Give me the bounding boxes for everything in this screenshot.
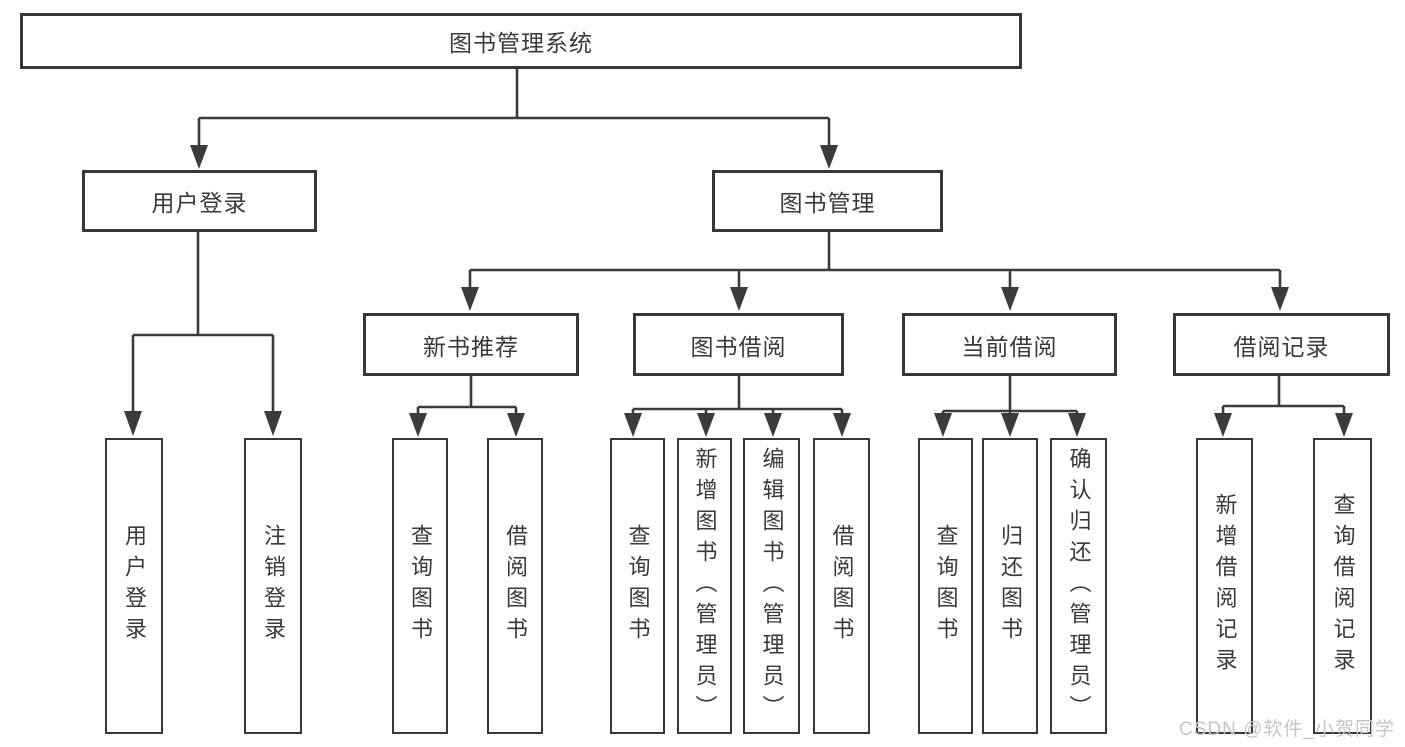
leaf-borrow-books-label: 借阅图书 — [829, 524, 855, 648]
leaf-edit-books-admin-label: 编辑图书（管理员） — [759, 446, 785, 726]
node-book-borrow-label: 图书借阅 — [690, 333, 787, 360]
leaf-recommend-query-books: 查询图书 — [392, 438, 448, 734]
node-root-system: 图书管理系统 — [20, 13, 1022, 69]
leaf-return-books: 归还图书 — [982, 438, 1038, 734]
leaf-add-books-admin: 新增图书（管理员） — [677, 438, 732, 734]
leaf-recommend-borrow-books: 借阅图书 — [487, 438, 543, 734]
leaf-recommend-query-books-label: 查询图书 — [408, 524, 433, 648]
leaf-borrow-query-books: 查询图书 — [610, 438, 665, 734]
node-user-login-branch-label: 用户登录 — [151, 190, 248, 216]
watermark: CSDN @软件_小贺同学 — [1179, 719, 1395, 740]
leaf-return-books-label: 归还图书 — [998, 524, 1023, 648]
node-borrow-records-label: 借阅记录 — [1233, 333, 1330, 360]
connector-paths — [131, 69, 1346, 416]
leaf-add-borrow-record: 新增借阅记录 — [1196, 438, 1253, 734]
node-book-management: 图书管理 — [712, 170, 943, 232]
leaf-logout-label: 注销登录 — [261, 524, 286, 648]
leaf-borrow-books: 借阅图书 — [813, 438, 870, 734]
node-book-management-label: 图书管理 — [779, 190, 876, 216]
leaf-user-login: 用户登录 — [105, 438, 163, 734]
leaf-current-query-books: 查询图书 — [918, 438, 973, 734]
leaf-edit-books-admin: 编辑图书（管理员） — [743, 438, 800, 734]
node-borrow-records: 借阅记录 — [1173, 313, 1390, 376]
arrowheads — [124, 145, 1353, 437]
node-new-book-recommend: 新书推荐 — [363, 313, 579, 376]
node-root-system-label: 图书管理系统 — [449, 30, 593, 56]
leaf-borrow-query-books-label: 查询图书 — [625, 524, 651, 648]
leaf-query-borrow-record-label: 查询借阅记录 — [1330, 493, 1356, 679]
leaf-add-borrow-record-label: 新增借阅记录 — [1212, 493, 1238, 679]
node-current-borrow: 当前借阅 — [902, 313, 1117, 376]
leaf-add-books-admin-label: 新增图书（管理员） — [692, 446, 718, 726]
leaf-current-query-books-label: 查询图书 — [933, 524, 959, 648]
node-current-borrow-label: 当前借阅 — [961, 333, 1058, 360]
leaf-confirm-return-admin-label: 确认归还（管理员） — [1066, 446, 1092, 726]
leaf-recommend-borrow-books-label: 借阅图书 — [503, 524, 528, 648]
leaf-confirm-return-admin: 确认归还（管理员） — [1050, 438, 1107, 734]
node-new-book-recommend-label: 新书推荐 — [423, 333, 519, 360]
leaf-user-login-label: 用户登录 — [122, 524, 147, 648]
leaf-query-borrow-record: 查询借阅记录 — [1313, 438, 1372, 734]
node-book-borrow: 图书借阅 — [633, 313, 844, 376]
leaf-logout: 注销登录 — [244, 438, 302, 734]
node-user-login-branch: 用户登录 — [82, 170, 317, 232]
